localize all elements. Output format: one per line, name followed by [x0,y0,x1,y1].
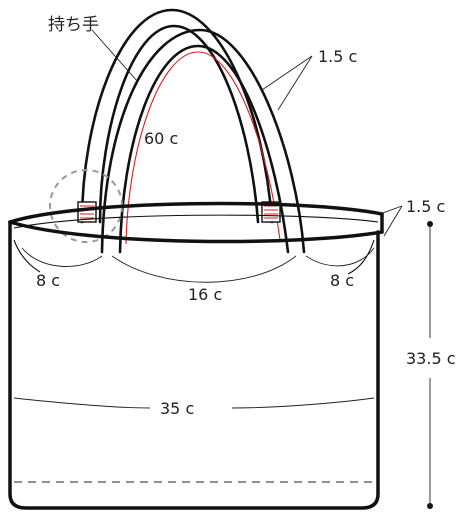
width-line-right [231,397,375,409]
handles [77,8,306,254]
back-handle-outer [80,8,274,224]
handle-gap-label: 16 c [188,285,222,304]
rim-width-leader-2 [383,205,403,237]
rim-width-label: 1.5 c [406,197,445,216]
bag-width-label: 35 c [160,399,194,418]
right-tab-stitch [264,205,278,219]
labels: 持ち手 1.5 c 60 c 1.5 c 8 c 16 c 8 c 33.5 c… [36,15,456,418]
handle-name-leader [91,29,139,83]
rim-front-edge [8,220,384,244]
body-outline [8,220,380,510]
right-side-curve [347,239,375,275]
front-handle-outer [100,28,306,254]
back-handle-inner [98,24,260,224]
width-line-left [13,397,151,409]
bag-height-label: 33.5 c [406,349,456,368]
left-offset-label: 8 c [36,271,60,290]
left-offset-arc [21,247,103,267]
handle-name-label: 持ち手 [48,15,99,35]
dimension-lines [13,29,433,509]
front-handle-inner [118,44,290,254]
handle-length-label: 60 c [144,129,178,148]
bag-body [8,201,384,510]
handle-width-leader-1 [261,55,313,91]
handle-stitch-line [125,51,281,245]
rim-back-edge [8,201,384,224]
right-handle-tab [261,201,281,223]
handle-width-leader-2 [277,55,313,111]
rim-inner-line [13,214,379,229]
handle-width-label: 1.5 c [318,47,357,66]
handle-gap-arc [111,255,297,283]
right-offset-arc [305,247,375,267]
right-offset-label: 8 c [330,271,354,290]
left-side-curve [13,239,41,273]
rim-width-leader-1 [379,205,403,215]
